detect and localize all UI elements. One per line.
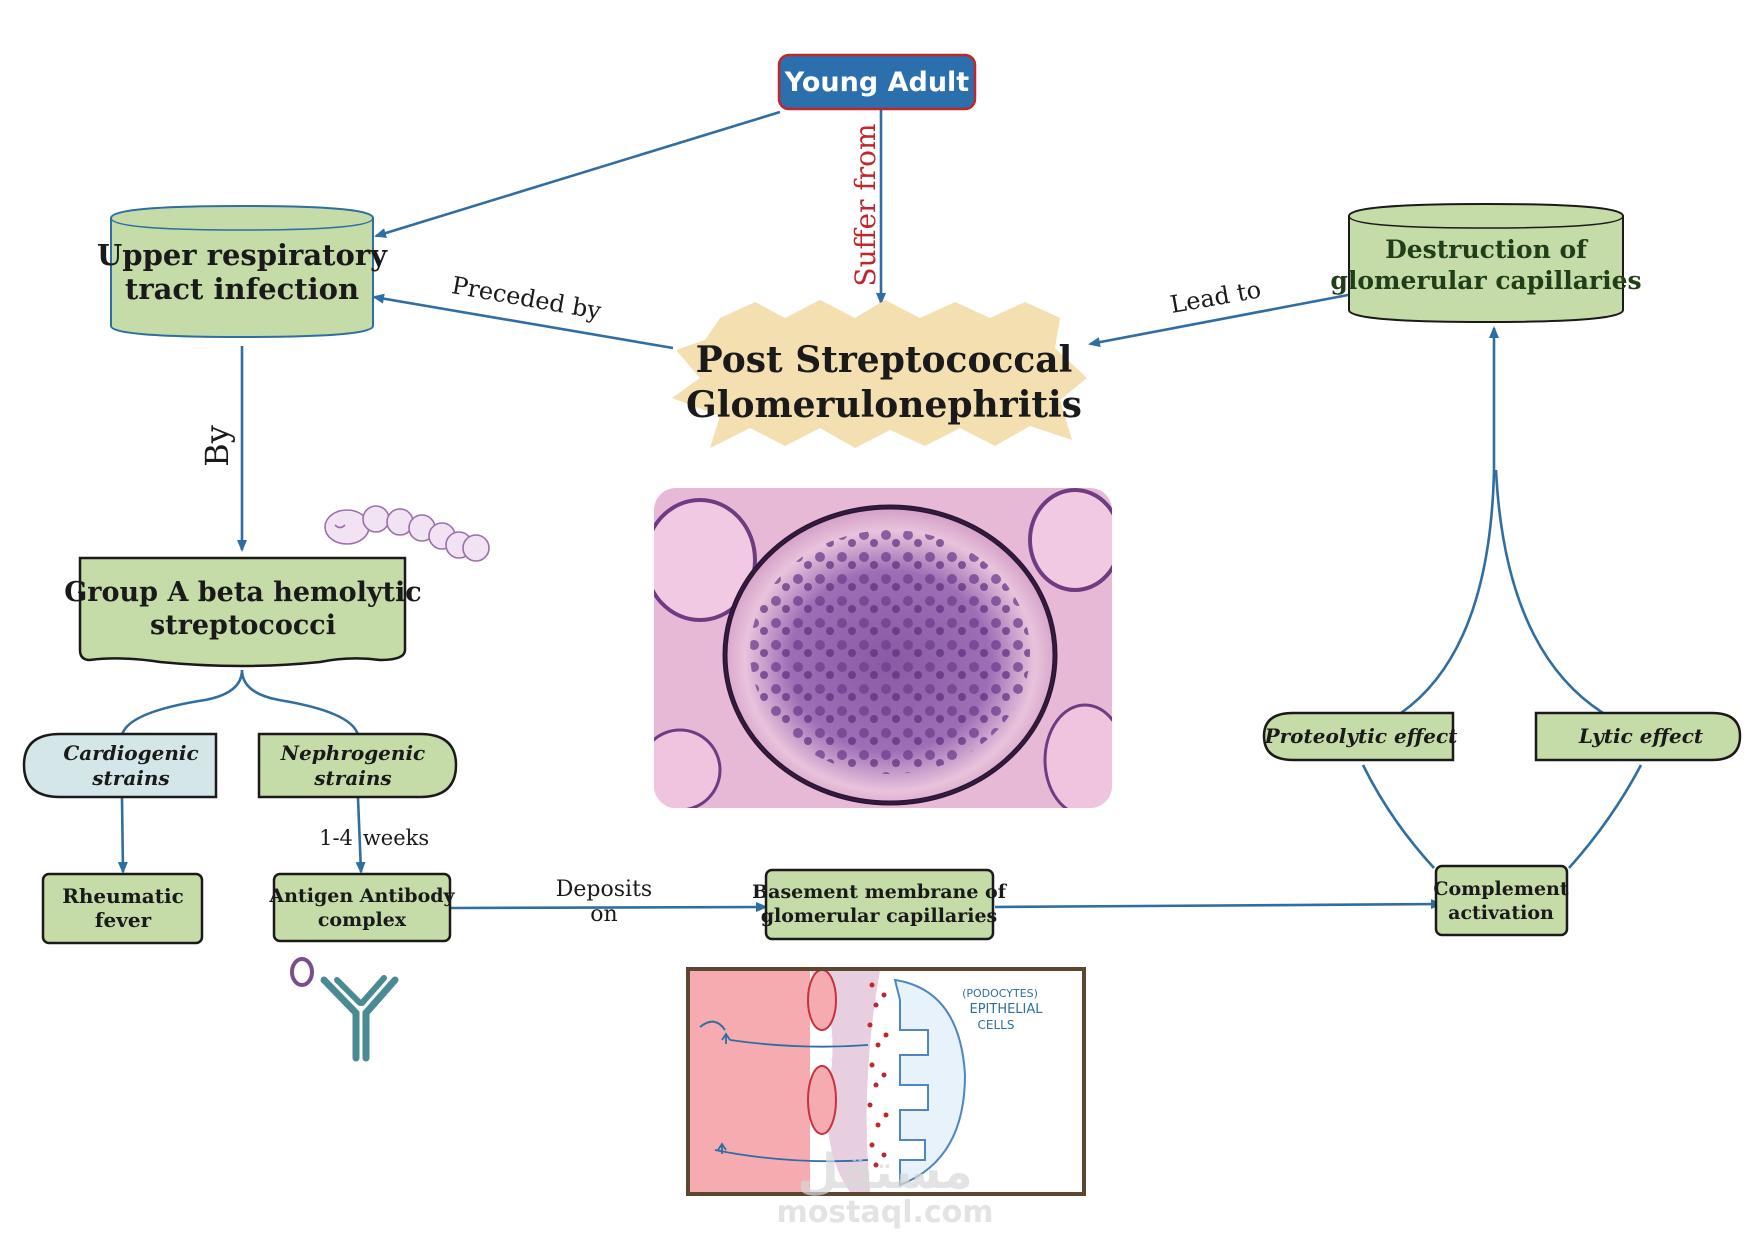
edge-destruction-to-psgn (1088, 293, 1349, 348)
cardio-line1: Cardiogenic (63, 741, 198, 765)
edge-complement-to-proteolytic (1361, 764, 1435, 869)
node-young-adult: Young Adult (777, 53, 977, 111)
label-lead-to: Lead to (1168, 275, 1263, 318)
edge-cardio-to-rheumatic (117, 797, 128, 874)
edge-complement-to-lytic (1568, 764, 1643, 869)
destruction-line1: Destruction of (1385, 235, 1589, 264)
edge-psgn-to-urti (372, 293, 674, 350)
rheumatic-line1: Rheumatic (62, 884, 184, 908)
node-nephrogenic: Nephrogenic strains (257, 732, 458, 799)
node-proteolytic-effect: Proteolytic effect (1262, 711, 1459, 762)
label-weeks-unit: weeks (363, 826, 429, 850)
label-deposits: Deposits (556, 877, 652, 902)
label-suffer-from: Suffer from (849, 123, 882, 286)
psgn-line2: Glomerulonephritis (686, 384, 1082, 426)
node-destruction: Destruction of glomerular capillaries (1330, 202, 1642, 324)
edge-antigen-to-basement (450, 902, 768, 913)
label-by: By (198, 425, 236, 467)
nephro-line2: strains (313, 766, 391, 790)
nephro-line1: Nephrogenic (280, 741, 425, 765)
cardio-line2: strains (91, 766, 169, 790)
gabhs-line2: streptococci (150, 610, 336, 641)
podocyte-illustration: (PODOCYTES) EPITHELIAL CELLS (686, 967, 1086, 1196)
antigen-line1: Antigen Antibody (268, 885, 455, 907)
edge-lytic-to-destruction (1494, 469, 1604, 715)
node-basement-membrane: Basement membrane of glomerular capillar… (752, 868, 1008, 941)
node-cardiogenic: Cardiogenic strains (22, 732, 218, 799)
basement-line1: Basement membrane of (752, 881, 1008, 903)
node-urti: Upper respiratory tract infection (97, 204, 388, 339)
edge-young-to-urti (374, 110, 781, 238)
node-complement-activation: Complement activation (1433, 864, 1569, 937)
watermark-latin: mostaql.com (776, 1195, 993, 1230)
edges (117, 110, 1643, 913)
antibody-icon (290, 957, 399, 1062)
node-gabhs: Group A beta hemolytic streptococci (64, 556, 422, 668)
edge-nephro-to-antigen (355, 797, 366, 874)
proteolytic-label: Proteolytic effect (1264, 724, 1459, 748)
podocyte-label-2: EPITHELIAL (969, 1002, 1043, 1017)
young-adult-label: Young Adult (784, 67, 969, 98)
lytic-label: Lytic effect (1578, 724, 1704, 748)
rheumatic-line2: fever (95, 908, 152, 932)
node-psgn: Post Streptococcal Glomerulonephritis (672, 300, 1087, 448)
watermark-arabic: مستقل (797, 1144, 973, 1200)
node-lytic-effect: Lytic effect (1534, 711, 1742, 762)
edge-proteolytic-to-destruction (1400, 326, 1499, 715)
podocyte-label-3: CELLS (978, 1018, 1015, 1032)
glomerulus-histology-image (654, 488, 1112, 808)
urti-line2: tract infection (125, 272, 359, 306)
edge-basement-to-complement (994, 899, 1443, 910)
basement-line2: glomerular capillaries (761, 905, 998, 927)
label-on: on (590, 902, 617, 927)
node-antigen-antibody: Antigen Antibody complex (268, 872, 456, 943)
psgn-line1: Post Streptococcal (696, 339, 1073, 381)
antigen-line2: complex (318, 909, 407, 931)
podocyte-label-1: (PODOCYTES) (962, 987, 1038, 1000)
edge-gabhs-branch (120, 669, 360, 736)
complement-line2: activation (1448, 902, 1554, 924)
label-preceded-by: Preceded by (450, 271, 604, 325)
streptococcus-chain-icon (324, 505, 490, 562)
node-rheumatic-fever: Rheumatic fever (41, 872, 204, 945)
gabhs-line1: Group A beta hemolytic (64, 577, 421, 608)
complement-line1: Complement (1433, 878, 1568, 900)
urti-line1: Upper respiratory (97, 238, 388, 272)
label-weeks-number: 1-4 (319, 826, 353, 850)
destruction-line2: glomerular capillaries (1330, 266, 1641, 295)
